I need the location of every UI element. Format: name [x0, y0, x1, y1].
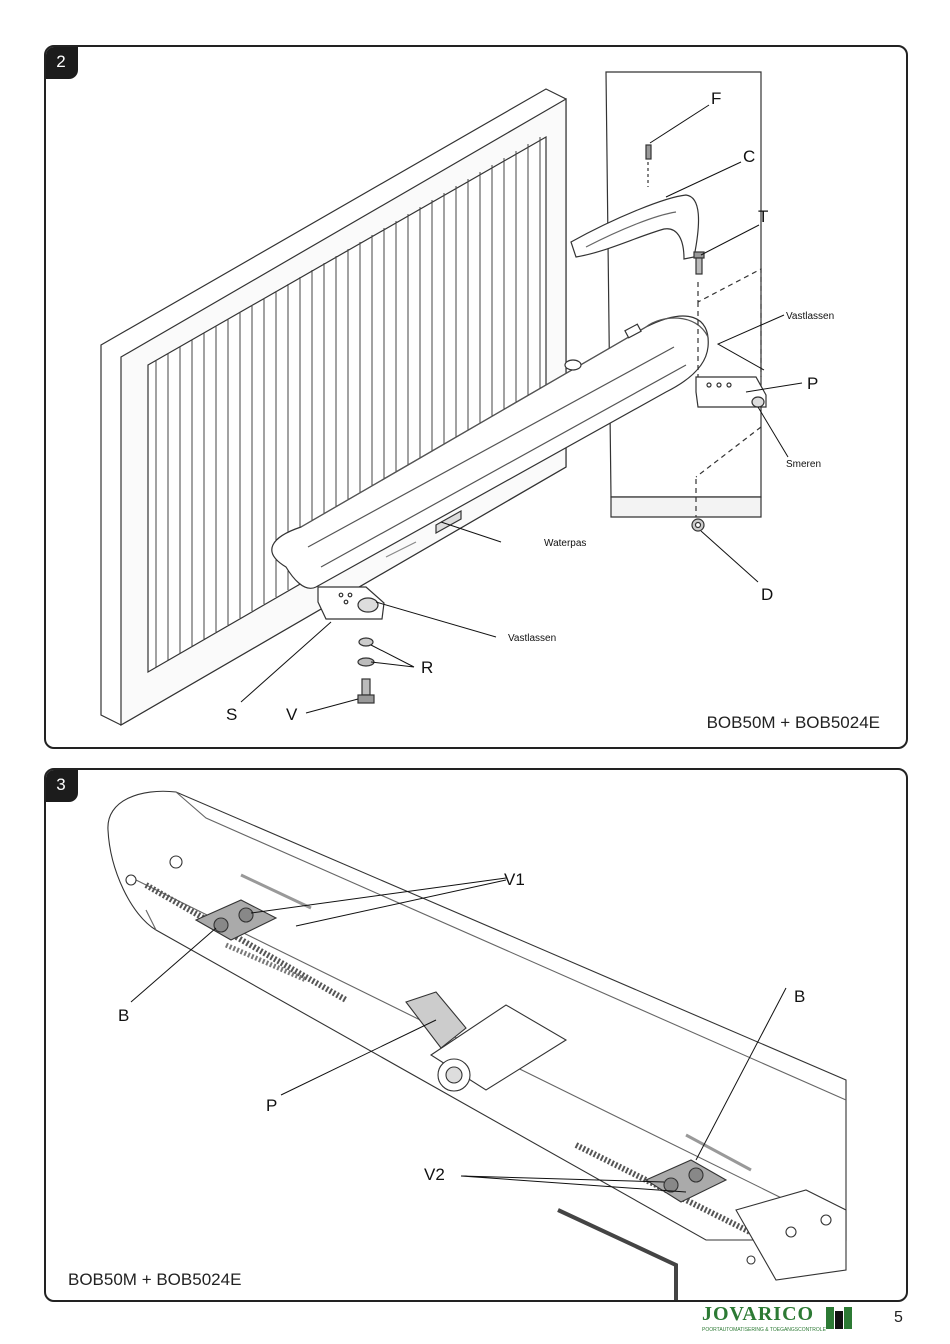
- bracket-p: [696, 377, 766, 407]
- label-d: D: [761, 585, 773, 604]
- page-number: 5: [894, 1309, 903, 1327]
- gate-frame: [101, 89, 566, 725]
- label-v2: V2: [424, 1165, 445, 1184]
- pillar: [606, 72, 761, 517]
- bolt-t: [694, 252, 704, 274]
- allen-key: [558, 1210, 676, 1300]
- nut-d: [692, 519, 704, 531]
- label-v: V: [286, 705, 298, 724]
- label-r: R: [421, 658, 433, 677]
- label-vastlassen-bottom: Vastlassen: [508, 633, 556, 644]
- brand-tagline: POORTAUTOMATISERING & TOEGANGSCONTROLE: [702, 1327, 826, 1333]
- brand-name: JOVARICO: [702, 1303, 814, 1326]
- label-vastlassen-top: Vastlassen: [786, 311, 834, 322]
- label-smeren: Smeren: [786, 459, 821, 470]
- label-t: T: [758, 207, 768, 226]
- label-s: S: [226, 705, 237, 724]
- figure-3-panel: 3: [44, 768, 908, 1302]
- label-p: P: [266, 1096, 277, 1115]
- label-p: P: [807, 374, 818, 393]
- operator-housing: [108, 791, 846, 1240]
- label-v1: V1: [504, 870, 525, 889]
- label-b-right: B: [794, 987, 805, 1006]
- label-waterpas: Waterpas: [544, 538, 586, 549]
- bolt-v: [358, 679, 374, 703]
- operator-underside-illustration: V1 B P B V2: [46, 770, 906, 1300]
- label-c: C: [743, 147, 755, 166]
- label-b-left: B: [118, 1006, 129, 1025]
- brand-logo: JOVARICO POORTAUTOMATISERING & TOEGANGSC…: [702, 1303, 862, 1335]
- gate-operator-illustration: F C T Vastlassen P Smeren Waterpas D Vas…: [46, 47, 906, 747]
- model-name: BOB50M + BOB5024E: [68, 1270, 241, 1290]
- gate-logo-icon: [826, 1305, 854, 1331]
- model-name: BOB50M + BOB5024E: [707, 713, 880, 733]
- label-f: F: [711, 89, 721, 108]
- figure-2-panel: 2: [44, 45, 908, 749]
- bracket-s: [318, 587, 384, 619]
